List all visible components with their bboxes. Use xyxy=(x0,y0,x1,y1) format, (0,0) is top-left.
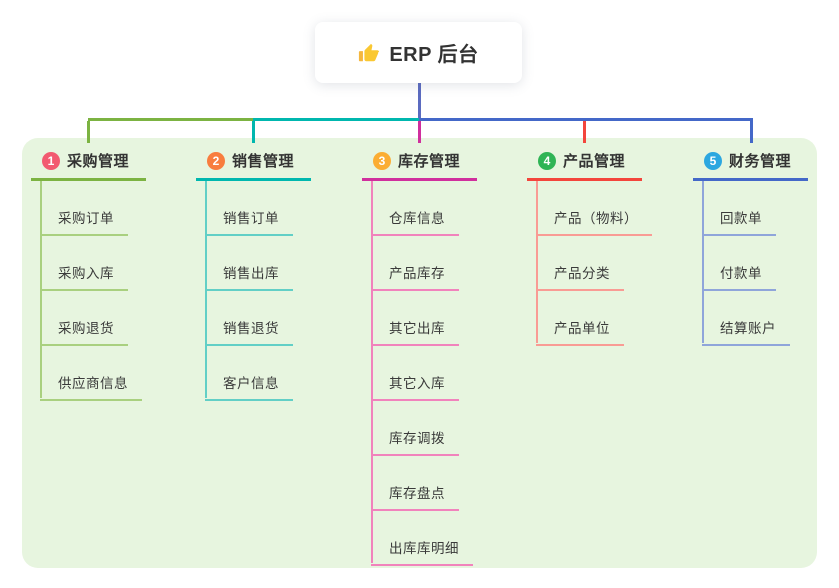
badge-number-purchase: 1 xyxy=(42,151,60,170)
child-node[interactable]: 采购入库 xyxy=(40,236,191,291)
child-node[interactable]: 供应商信息 xyxy=(40,346,191,401)
hline-purchase xyxy=(88,118,253,121)
child-node[interactable]: 产品单位 xyxy=(536,291,687,346)
badge-number-finance: 5 xyxy=(704,151,722,170)
child-node[interactable]: 出库库明细 xyxy=(371,511,522,566)
child-node-label: 供应商信息 xyxy=(40,372,142,401)
root-node[interactable]: ERP 后台 xyxy=(315,22,522,83)
thumbs-up-icon xyxy=(358,42,380,64)
child-node[interactable]: 产品库存 xyxy=(371,236,522,291)
child-node-label: 采购入库 xyxy=(40,262,128,291)
child-node[interactable]: 库存盘点 xyxy=(371,456,522,511)
child-node-label: 采购退货 xyxy=(40,317,128,346)
child-node-label: 仓库信息 xyxy=(371,207,459,236)
child-node[interactable]: 结算账户 xyxy=(702,291,839,346)
child-node-label: 库存调拨 xyxy=(371,427,459,456)
branch-children-finance: 回款单付款单结算账户 xyxy=(702,181,839,346)
child-node-label: 出库库明细 xyxy=(371,537,473,566)
child-node[interactable]: 其它出库 xyxy=(371,291,522,346)
child-connector-line xyxy=(371,181,373,563)
child-node[interactable]: 销售退货 xyxy=(205,291,356,346)
hline-finance xyxy=(419,118,753,121)
branch-label-sales: 销售管理 xyxy=(232,153,295,170)
child-node-label: 产品库存 xyxy=(371,262,459,291)
branch-label-finance: 财务管理 xyxy=(729,153,792,170)
child-node-label: 采购订单 xyxy=(40,207,128,236)
drop-finance xyxy=(750,118,753,143)
branch-label-inventory: 库存管理 xyxy=(398,153,461,170)
child-node[interactable]: 其它入库 xyxy=(371,346,522,401)
child-connector-line xyxy=(536,181,538,343)
child-node-label: 产品（物料） xyxy=(536,207,652,236)
root-node-label: ERP 后台 xyxy=(389,44,479,66)
child-connector-line xyxy=(40,181,42,398)
child-connector-line xyxy=(702,181,704,343)
branch-finance: 5 财务管理回款单付款单结算账户 xyxy=(693,148,839,346)
child-node-label: 客户信息 xyxy=(205,372,293,401)
child-node[interactable]: 库存调拨 xyxy=(371,401,522,456)
child-node-label: 其它入库 xyxy=(371,372,459,401)
branch-node-product[interactable]: 4 产品管理 xyxy=(527,148,642,181)
child-node-label: 销售订单 xyxy=(205,207,293,236)
branch-node-sales[interactable]: 2 销售管理 xyxy=(196,148,311,181)
badge-number-product: 4 xyxy=(538,151,556,170)
drop-product xyxy=(582,121,586,143)
child-node-label: 产品单位 xyxy=(536,317,624,346)
child-node-label: 销售退货 xyxy=(205,317,293,346)
branch-inventory: 3 库存管理仓库信息产品库存其它出库其它入库库存调拨库存盘点出库库明细 xyxy=(362,148,522,566)
branch-label-purchase: 采购管理 xyxy=(67,153,130,170)
child-node[interactable]: 采购退货 xyxy=(40,291,191,346)
branch-children-product: 产品（物料） 产品分类产品单位 xyxy=(536,181,687,346)
badge-number-sales: 2 xyxy=(207,151,225,170)
child-node[interactable]: 产品分类 xyxy=(536,236,687,291)
drop-sales xyxy=(251,121,255,143)
branch-purchase: 1 采购管理采购订单采购入库采购退货供应商信息 xyxy=(31,148,191,401)
badge-number-inventory: 3 xyxy=(373,151,391,170)
root-stem-line xyxy=(417,83,421,121)
drop-purchase xyxy=(86,121,90,143)
branch-label-product: 产品管理 xyxy=(563,153,626,170)
child-node[interactable]: 付款单 xyxy=(702,236,839,291)
child-node-label: 回款单 xyxy=(702,207,776,236)
child-node[interactable]: 销售订单 xyxy=(205,181,356,236)
child-node-label: 付款单 xyxy=(702,262,776,291)
child-node[interactable]: 客户信息 xyxy=(205,346,356,401)
child-node[interactable]: 销售出库 xyxy=(205,236,356,291)
branch-children-inventory: 仓库信息产品库存其它出库其它入库库存调拨库存盘点出库库明细 xyxy=(371,181,522,566)
hline-sales xyxy=(253,118,419,121)
child-node-label: 销售出库 xyxy=(205,262,293,291)
child-node[interactable]: 采购订单 xyxy=(40,181,191,236)
child-node-label: 产品分类 xyxy=(536,262,624,291)
child-node[interactable]: 产品（物料） xyxy=(536,181,687,236)
branch-node-inventory[interactable]: 3 库存管理 xyxy=(362,148,477,181)
branch-node-finance[interactable]: 5 财务管理 xyxy=(693,148,808,181)
child-node-label: 其它出库 xyxy=(371,317,459,346)
drop-inventory xyxy=(417,121,421,143)
child-node[interactable]: 回款单 xyxy=(702,181,839,236)
child-node-label: 结算账户 xyxy=(702,317,790,346)
branches-background-panel xyxy=(22,138,817,568)
branch-children-purchase: 采购订单采购入库采购退货供应商信息 xyxy=(40,181,191,401)
branch-product: 4 产品管理产品（物料） 产品分类产品单位 xyxy=(527,148,687,346)
branch-children-sales: 销售订单销售出库销售退货客户信息 xyxy=(205,181,356,401)
branch-sales: 2 销售管理销售订单销售出库销售退货客户信息 xyxy=(196,148,356,401)
child-node-label: 库存盘点 xyxy=(371,482,459,511)
child-node[interactable]: 仓库信息 xyxy=(371,181,522,236)
branch-node-purchase[interactable]: 1 采购管理 xyxy=(31,148,146,181)
child-connector-line xyxy=(205,181,207,398)
